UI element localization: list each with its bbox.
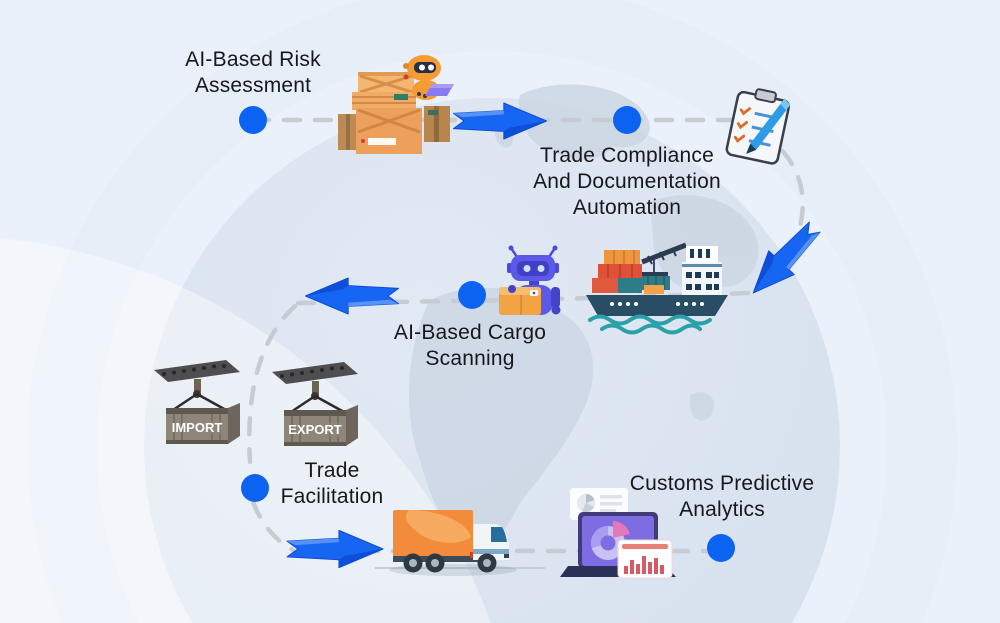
compliance-line-3: Automation [572,196,682,219]
step-label-trade-facilitation: Trade Facilitation [281,458,384,510]
waypoint-dot-facilitation [241,474,269,502]
scanning-line-2: Scanning [425,347,515,370]
analytics-line-2: Analytics [679,498,765,521]
compliance-line-1: Trade Compliance [539,144,714,167]
step-label-trade-compliance: Trade Compliance And Documentation Autom… [533,143,721,221]
facilitation-line-2: Facilitation [280,485,384,508]
container-ship-icon [586,242,728,335]
waypoint-dot-compliance [613,106,641,134]
step-label-cargo-scanning: AI-Based Cargo Scanning [394,320,546,372]
import-crane-container-icon: IMPORT [154,360,240,444]
export-container-label: EXPORT [288,422,342,437]
step-label-risk-assessment: AI-Based Risk Assessment [185,47,321,99]
facilitation-line-1: Trade [304,459,360,482]
arrow-right-2-icon [286,529,384,569]
robot-holding-package-icon [499,245,561,315]
laptop-analytics-icon [560,488,676,579]
step-label-customs-analytics: Customs Predictive Analytics [630,471,815,523]
light-swoosh [0,238,491,623]
compliance-line-2: And Documentation [533,170,721,193]
waypoint-dot-risk [239,106,267,134]
analytics-line-1: Customs Predictive [629,472,815,495]
arrow-right-1-icon [452,102,548,140]
import-container-label: IMPORT [172,420,223,435]
halo-ring [27,0,957,623]
delivery-truck-icon [375,510,545,576]
export-crane-container-icon: EXPORT [272,362,358,446]
risk-line-1: AI-Based Risk [185,48,321,71]
clipboard-checklist-icon [725,88,791,165]
robot-with-boxes-icon [338,55,454,154]
arrow-left-icon [304,277,400,315]
risk-line-2: Assessment [194,74,312,97]
waypoint-dot-scanning [458,281,486,309]
scanning-line-1: AI-Based Cargo [393,321,547,344]
waypoint-dot-analytics [707,534,735,562]
